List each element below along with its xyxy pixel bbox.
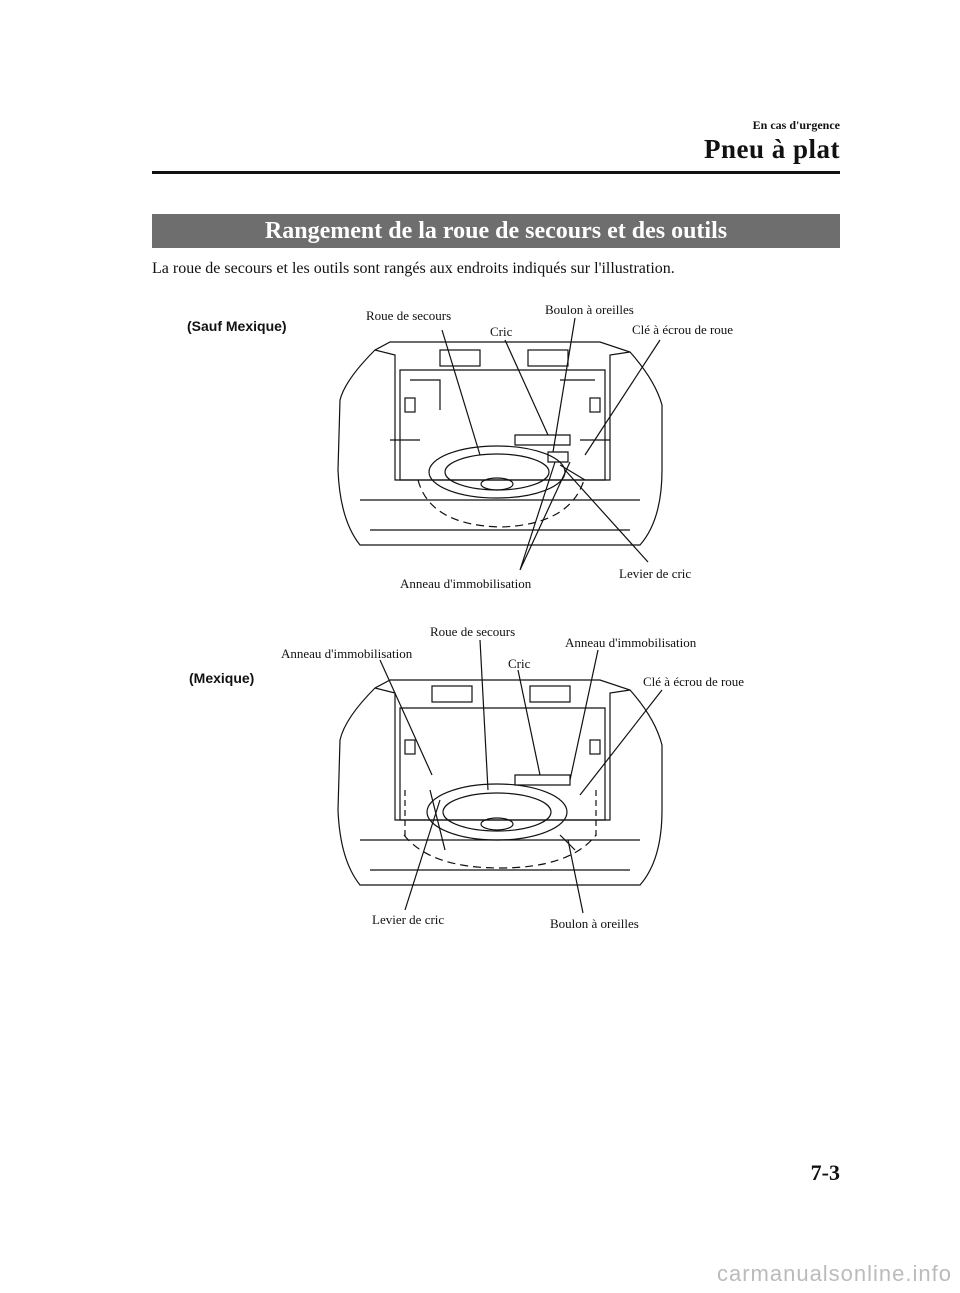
label-cle-ecrou-de-roue: Clé à écrou de roue	[632, 322, 734, 337]
label-cle-ecrou-de-roue-2: Clé à écrou de roue	[643, 674, 745, 689]
label-roue-de-secours: Roue de secours	[366, 308, 452, 323]
header-rule	[152, 171, 840, 174]
label-cric-2: Cric	[508, 656, 531, 671]
page-number: 7-3	[810, 1160, 840, 1185]
label-anneau-immobilisation-right: Anneau d'immobilisation	[565, 635, 697, 650]
intro-paragraph: La roue de secours et les outils sont ra…	[152, 260, 675, 277]
label-anneau-immobilisation: Anneau d'immobilisation	[400, 576, 532, 591]
section-banner: Rangement de la roue de secours et des o…	[152, 214, 840, 248]
label-boulon-a-oreilles: Boulon à oreilles	[545, 302, 634, 317]
label-roue-de-secours-2: Roue de secours	[430, 624, 516, 639]
label-levier-de-cric: Levier de cric	[619, 566, 692, 581]
watermark: carmanualsonline.info	[716, 1261, 952, 1286]
trunk-drawing-mexique	[337, 639, 663, 914]
header-section: En cas d'urgence	[752, 118, 840, 132]
label-levier-de-cric-2: Levier de cric	[372, 912, 445, 927]
label-cric: Cric	[490, 324, 513, 339]
variant-label-sauf-mexique: (Sauf Mexique)	[187, 318, 287, 334]
label-anneau-immobilisation-left: Anneau d'immobilisation	[281, 646, 413, 661]
label-boulon-a-oreilles-2: Boulon à oreilles	[550, 916, 639, 931]
trunk-drawing-sauf-mexique	[337, 317, 663, 571]
page-title: Pneu à plat	[703, 134, 840, 164]
variant-label-mexique: (Mexique)	[189, 670, 255, 686]
